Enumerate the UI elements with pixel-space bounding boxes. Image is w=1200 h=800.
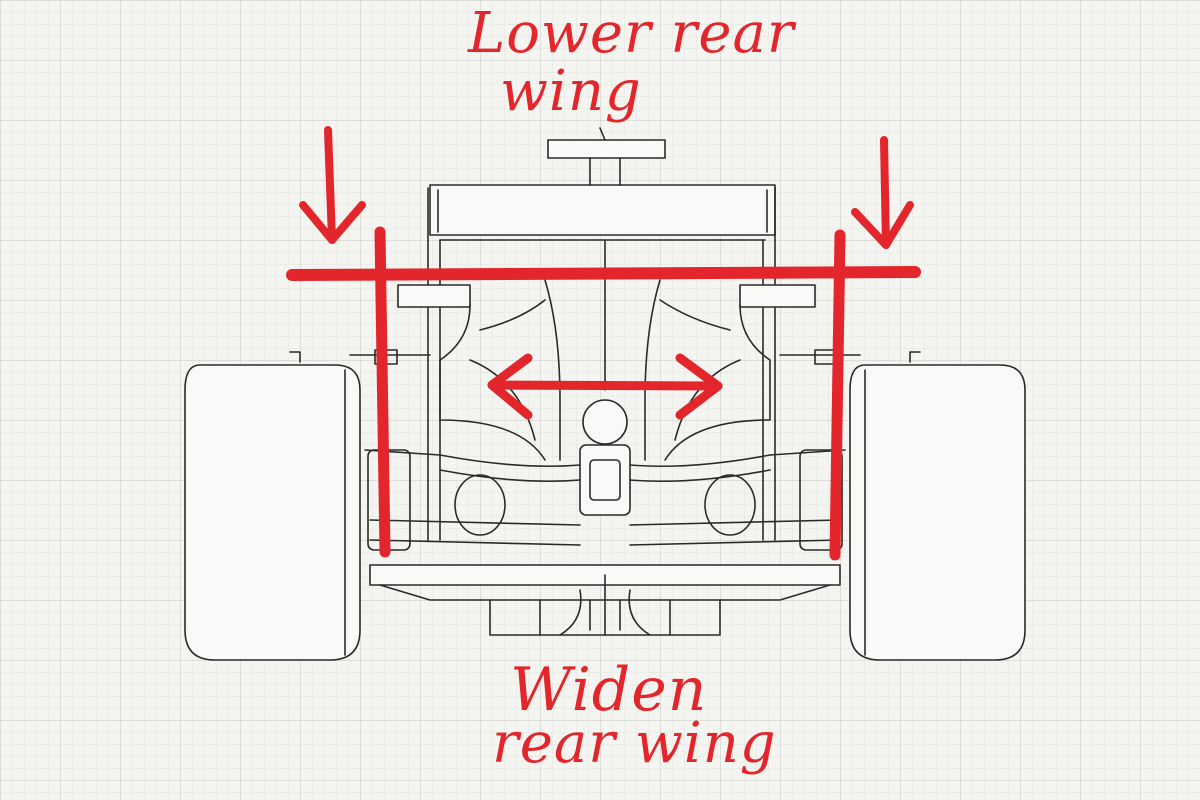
left-tyre: [184, 364, 361, 661]
diffuser: [369, 564, 841, 636]
exhaust: [579, 399, 631, 516]
lower-wing-guide-line: [286, 266, 921, 281]
engine-cover: [439, 239, 771, 461]
right-tyre: [849, 364, 1026, 661]
rear-wing: [427, 127, 776, 541]
widen-rear-wing-label: Widen: [510, 655, 708, 725]
right-width-guide-line: [829, 229, 846, 561]
lower-rear-wing-label-line2: wing: [500, 59, 642, 124]
right-mirror: [739, 284, 816, 308]
left-mirror: [397, 284, 471, 308]
lower-rear-wing-label: Lower rear: [468, 1, 795, 66]
left-down-arrow: [299, 126, 366, 244]
widen-rear-wing-label-line2: rear wing: [492, 711, 777, 776]
widen-double-arrow: [487, 353, 723, 420]
left-width-guide-line: [374, 226, 391, 558]
right-down-arrow: [851, 136, 914, 249]
rear-suspension: [364, 449, 846, 551]
